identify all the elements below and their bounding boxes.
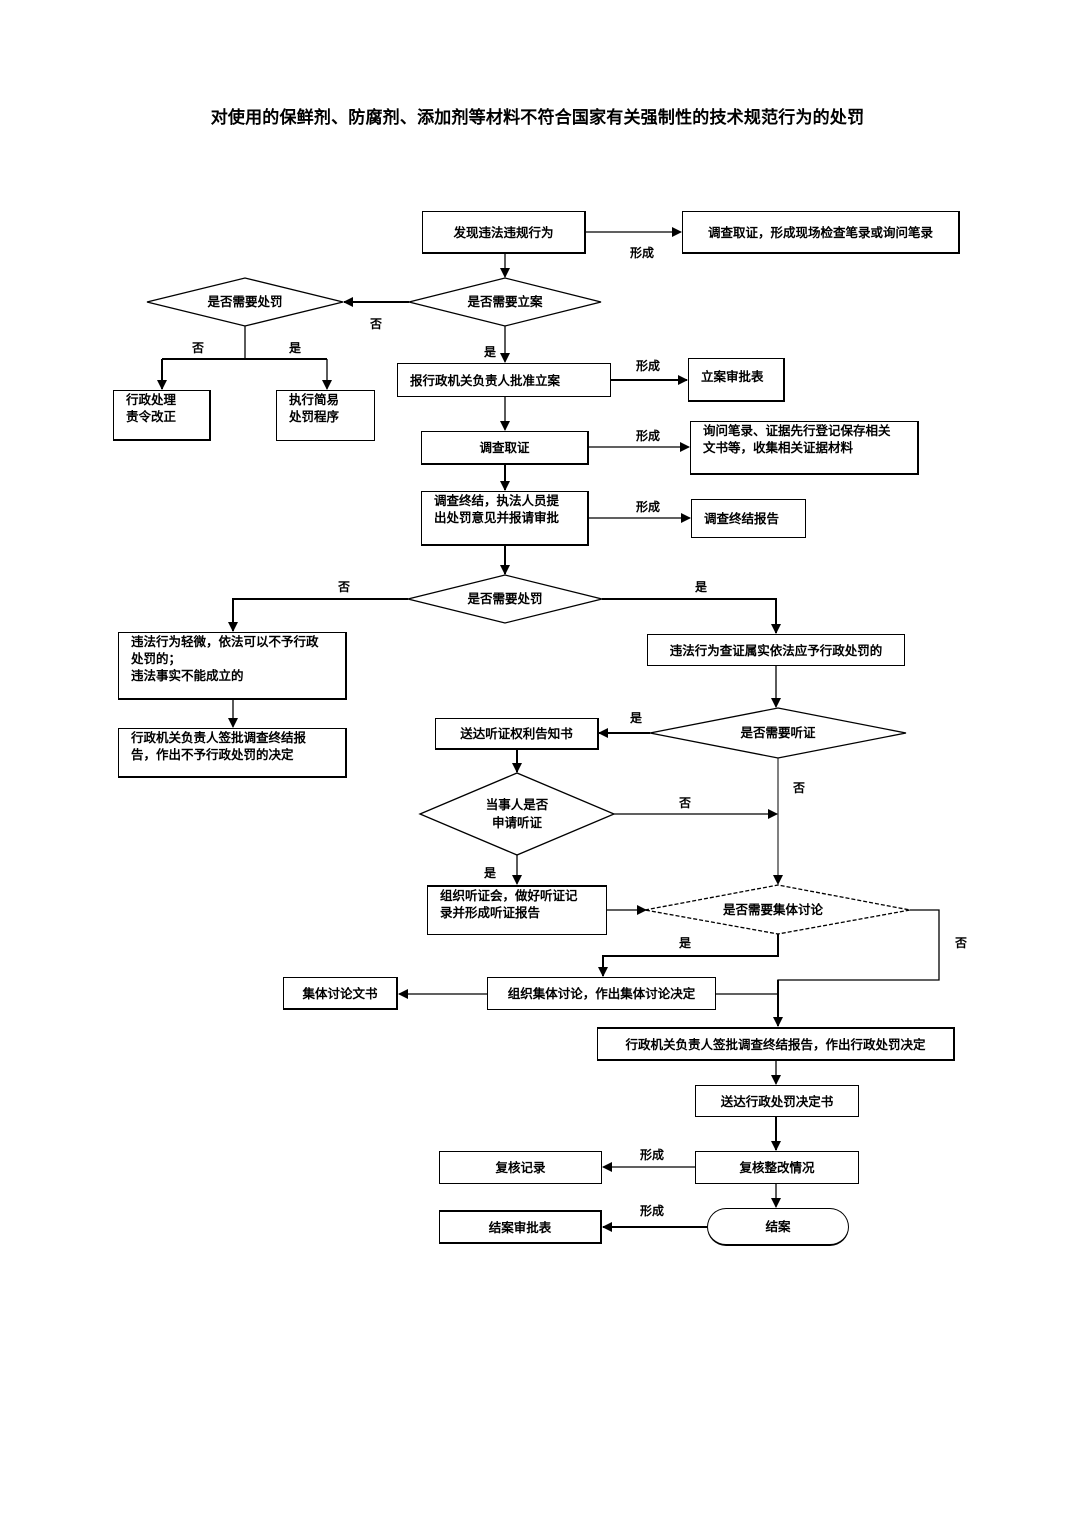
node-report-approve: 报行政机关负责人批准立案: [397, 363, 611, 397]
edge-label-form: 形成: [636, 500, 661, 514]
decision-party-apply-line2: 申请听证: [491, 815, 543, 830]
edge-label-no: 否: [338, 580, 351, 594]
node-investigation-report: 调查终结报告: [691, 499, 806, 538]
node-collective-doc: 集体讨论文书: [283, 977, 398, 1010]
decision-party-apply-line1: 当事人是否: [485, 797, 549, 812]
edge-label-no: 否: [192, 341, 205, 355]
edge-label-form: 形成: [636, 359, 661, 373]
node-investigate: 调查取证: [421, 431, 589, 465]
edge-label-yes: 是: [630, 711, 643, 725]
decision-party-apply-hearing: 当事人是否 申请听证: [486, 796, 549, 832]
edge-label-yes: 是: [484, 345, 497, 359]
decision-need-case: 是否需要立案: [467, 294, 543, 309]
edge-label-form: 形成: [630, 246, 655, 260]
edge-label-yes: 是: [484, 866, 497, 880]
decision-need-collective: 是否需要集体讨论: [722, 902, 824, 917]
node-admin-handle: 行政处理 责令改正: [113, 390, 211, 441]
decision-need-penalty-1: 是否需要处罚: [207, 294, 283, 309]
node-minor-violation: 违法行为轻微，依法可以不予行政 处罚的； 违法事实不能成立的: [118, 632, 347, 700]
node-evidence-docs-line2: 文书等，收集相关证据材料: [703, 440, 854, 455]
node-admin-handle-line1: 行政处理: [126, 392, 177, 407]
node-organize-collective: 组织集体讨论，作出集体讨论决定: [487, 977, 716, 1010]
node-organize-hearing-line2: 录并形成听证报告: [440, 905, 541, 920]
decision-need-penalty-2: 是否需要处罚: [467, 591, 543, 606]
node-minor-violation-line3: 违法事实不能成立的: [131, 668, 244, 683]
node-no-penalty-decision-line1: 行政机关负责人签批调查终结报: [131, 730, 307, 745]
node-no-penalty-decision-line2: 告，作出不予行政处罚的决定: [131, 747, 294, 762]
node-investigate-record: 调查取证，形成现场检查笔录或询问笔录: [682, 211, 960, 254]
edge-label-form: 形成: [640, 1148, 665, 1162]
node-hearing-notice: 送达听证权利告知书: [435, 718, 599, 750]
node-review-rectify: 复核整改情况: [695, 1151, 859, 1184]
diamond-need-collective: [644, 884, 911, 935]
edge-label-no: 否: [793, 781, 806, 795]
edge-label-no: 否: [679, 796, 692, 810]
node-simple-procedure-line2: 处罚程序: [289, 409, 340, 424]
edge-label-form: 形成: [636, 429, 661, 443]
edge-label-yes: 是: [695, 580, 708, 594]
node-organize-hearing-line1: 组织听证会，做好听证记: [440, 888, 578, 903]
node-close-approval-form: 结案审批表: [439, 1210, 602, 1244]
node-minor-violation-line1: 违法行为轻微，依法可以不予行政: [131, 634, 319, 649]
node-organize-hearing: 组织听证会，做好听证记 录并形成听证报告: [427, 885, 607, 935]
node-simple-procedure: 执行简易 处罚程序: [276, 390, 375, 441]
edge-label-no: 否: [955, 936, 968, 950]
edge-label-form: 形成: [640, 1204, 665, 1218]
decision-need-hearing: 是否需要听证: [740, 725, 816, 740]
node-minor-violation-line2: 处罚的；: [131, 651, 182, 666]
node-review-record: 复核记录: [439, 1151, 602, 1184]
node-deliver-decision: 送达行政处罚决定书: [695, 1085, 859, 1117]
node-discover: 发现违法违规行为: [422, 211, 586, 254]
node-evidence-docs: 询问笔录、证据先行登记保存相关 文书等，收集相关证据材料: [690, 421, 919, 475]
node-investigation-end-line1: 调查终结，执法人员提: [434, 493, 560, 508]
node-admin-handle-line2: 责令改正: [126, 409, 177, 424]
page-title: 对使用的保鲜剂、防腐剂、添加剂等材料不符合国家有关强制性的技术规范行为的处罚: [210, 108, 865, 128]
node-no-penalty-decision: 行政机关负责人签批调查终结报 告，作出不予行政处罚的决定: [118, 728, 347, 778]
edge-label-yes: 是: [289, 341, 302, 355]
diamond-need-case: [408, 277, 602, 327]
diamond-need-hearing: [649, 707, 907, 759]
node-simple-procedure-line1: 执行简易: [289, 392, 340, 407]
edge-label-yes: 是: [679, 936, 692, 950]
node-case-approval-form: 立案审批表: [688, 358, 785, 402]
node-close-case: 结案: [707, 1208, 849, 1246]
node-penalty-decision: 行政机关负责人签批调查终结报告，作出行政处罚决定: [597, 1027, 955, 1061]
node-evidence-docs-line1: 询问笔录、证据先行登记保存相关: [703, 423, 891, 438]
node-confirmed-violation: 违法行为查证属实依法应予行政处罚的: [647, 634, 905, 666]
node-investigation-end: 调查终结，执法人员提 出处罚意见并报请审批: [421, 491, 589, 546]
edge-label-no: 否: [370, 317, 383, 331]
node-investigation-end-line2: 出处罚意见并报请审批: [434, 510, 560, 525]
